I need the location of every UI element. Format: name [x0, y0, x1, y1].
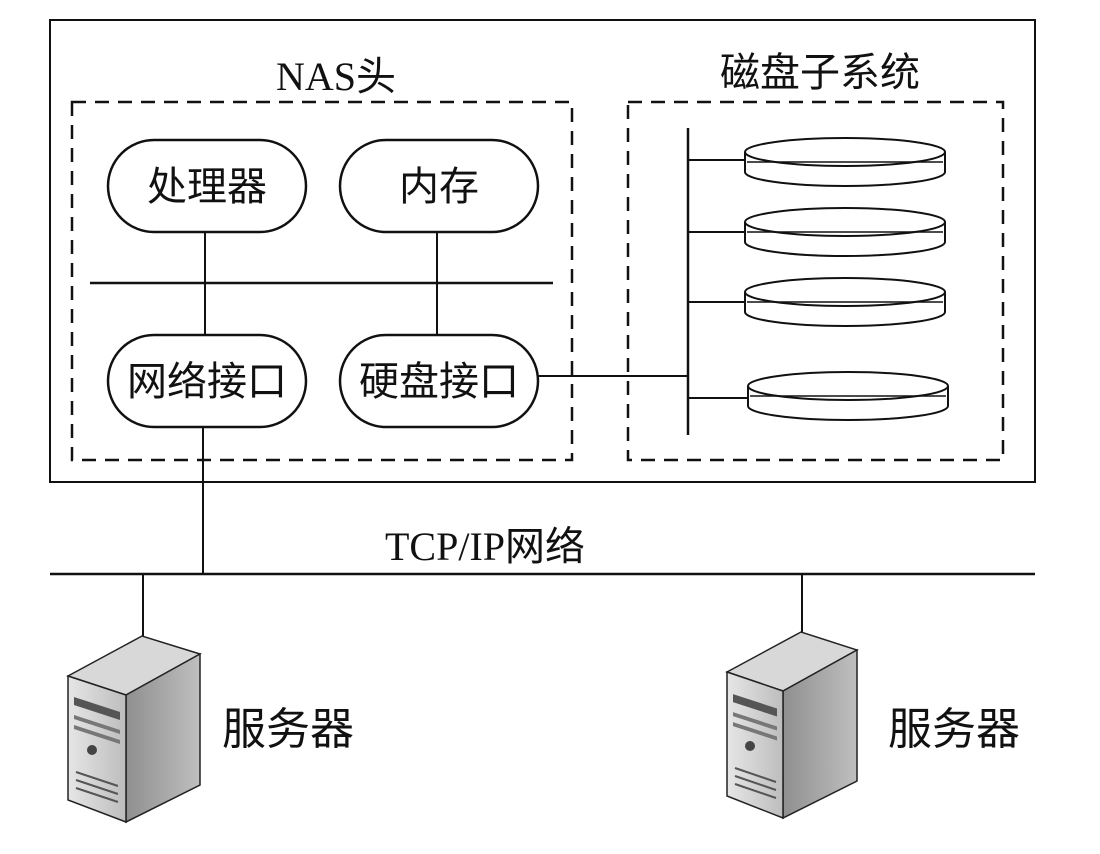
server-1-label: 服务器 — [222, 705, 354, 754]
server-1-icon — [66, 635, 202, 824]
nas-head-box — [70, 100, 574, 462]
tcpip-network-label: TCP/IP网络 — [385, 524, 585, 569]
disk-interface-label: 硬盘接口 — [359, 359, 519, 404]
memory-node — [338, 138, 540, 234]
disk-subsystem-title: 磁盘子系统 — [720, 50, 920, 95]
disk-3 — [688, 277, 946, 327]
network-interface-node — [106, 333, 308, 429]
server-2-icon — [725, 631, 859, 820]
processor-label: 处理器 — [147, 164, 267, 209]
memory-label: 内存 — [399, 164, 479, 209]
disk-1 — [688, 137, 946, 187]
server-2-label: 服务器 — [888, 705, 1020, 754]
disk-4 — [688, 371, 949, 421]
nas-head-title: NAS头 — [276, 54, 396, 99]
nas-enclosure — [49, 19, 1036, 483]
processor-node — [106, 138, 308, 234]
disk-subsystem-box — [626, 100, 1005, 462]
disk-2 — [688, 207, 946, 257]
network-interface-label: 网络接口 — [127, 359, 287, 404]
disk-interface-node — [338, 333, 540, 429]
